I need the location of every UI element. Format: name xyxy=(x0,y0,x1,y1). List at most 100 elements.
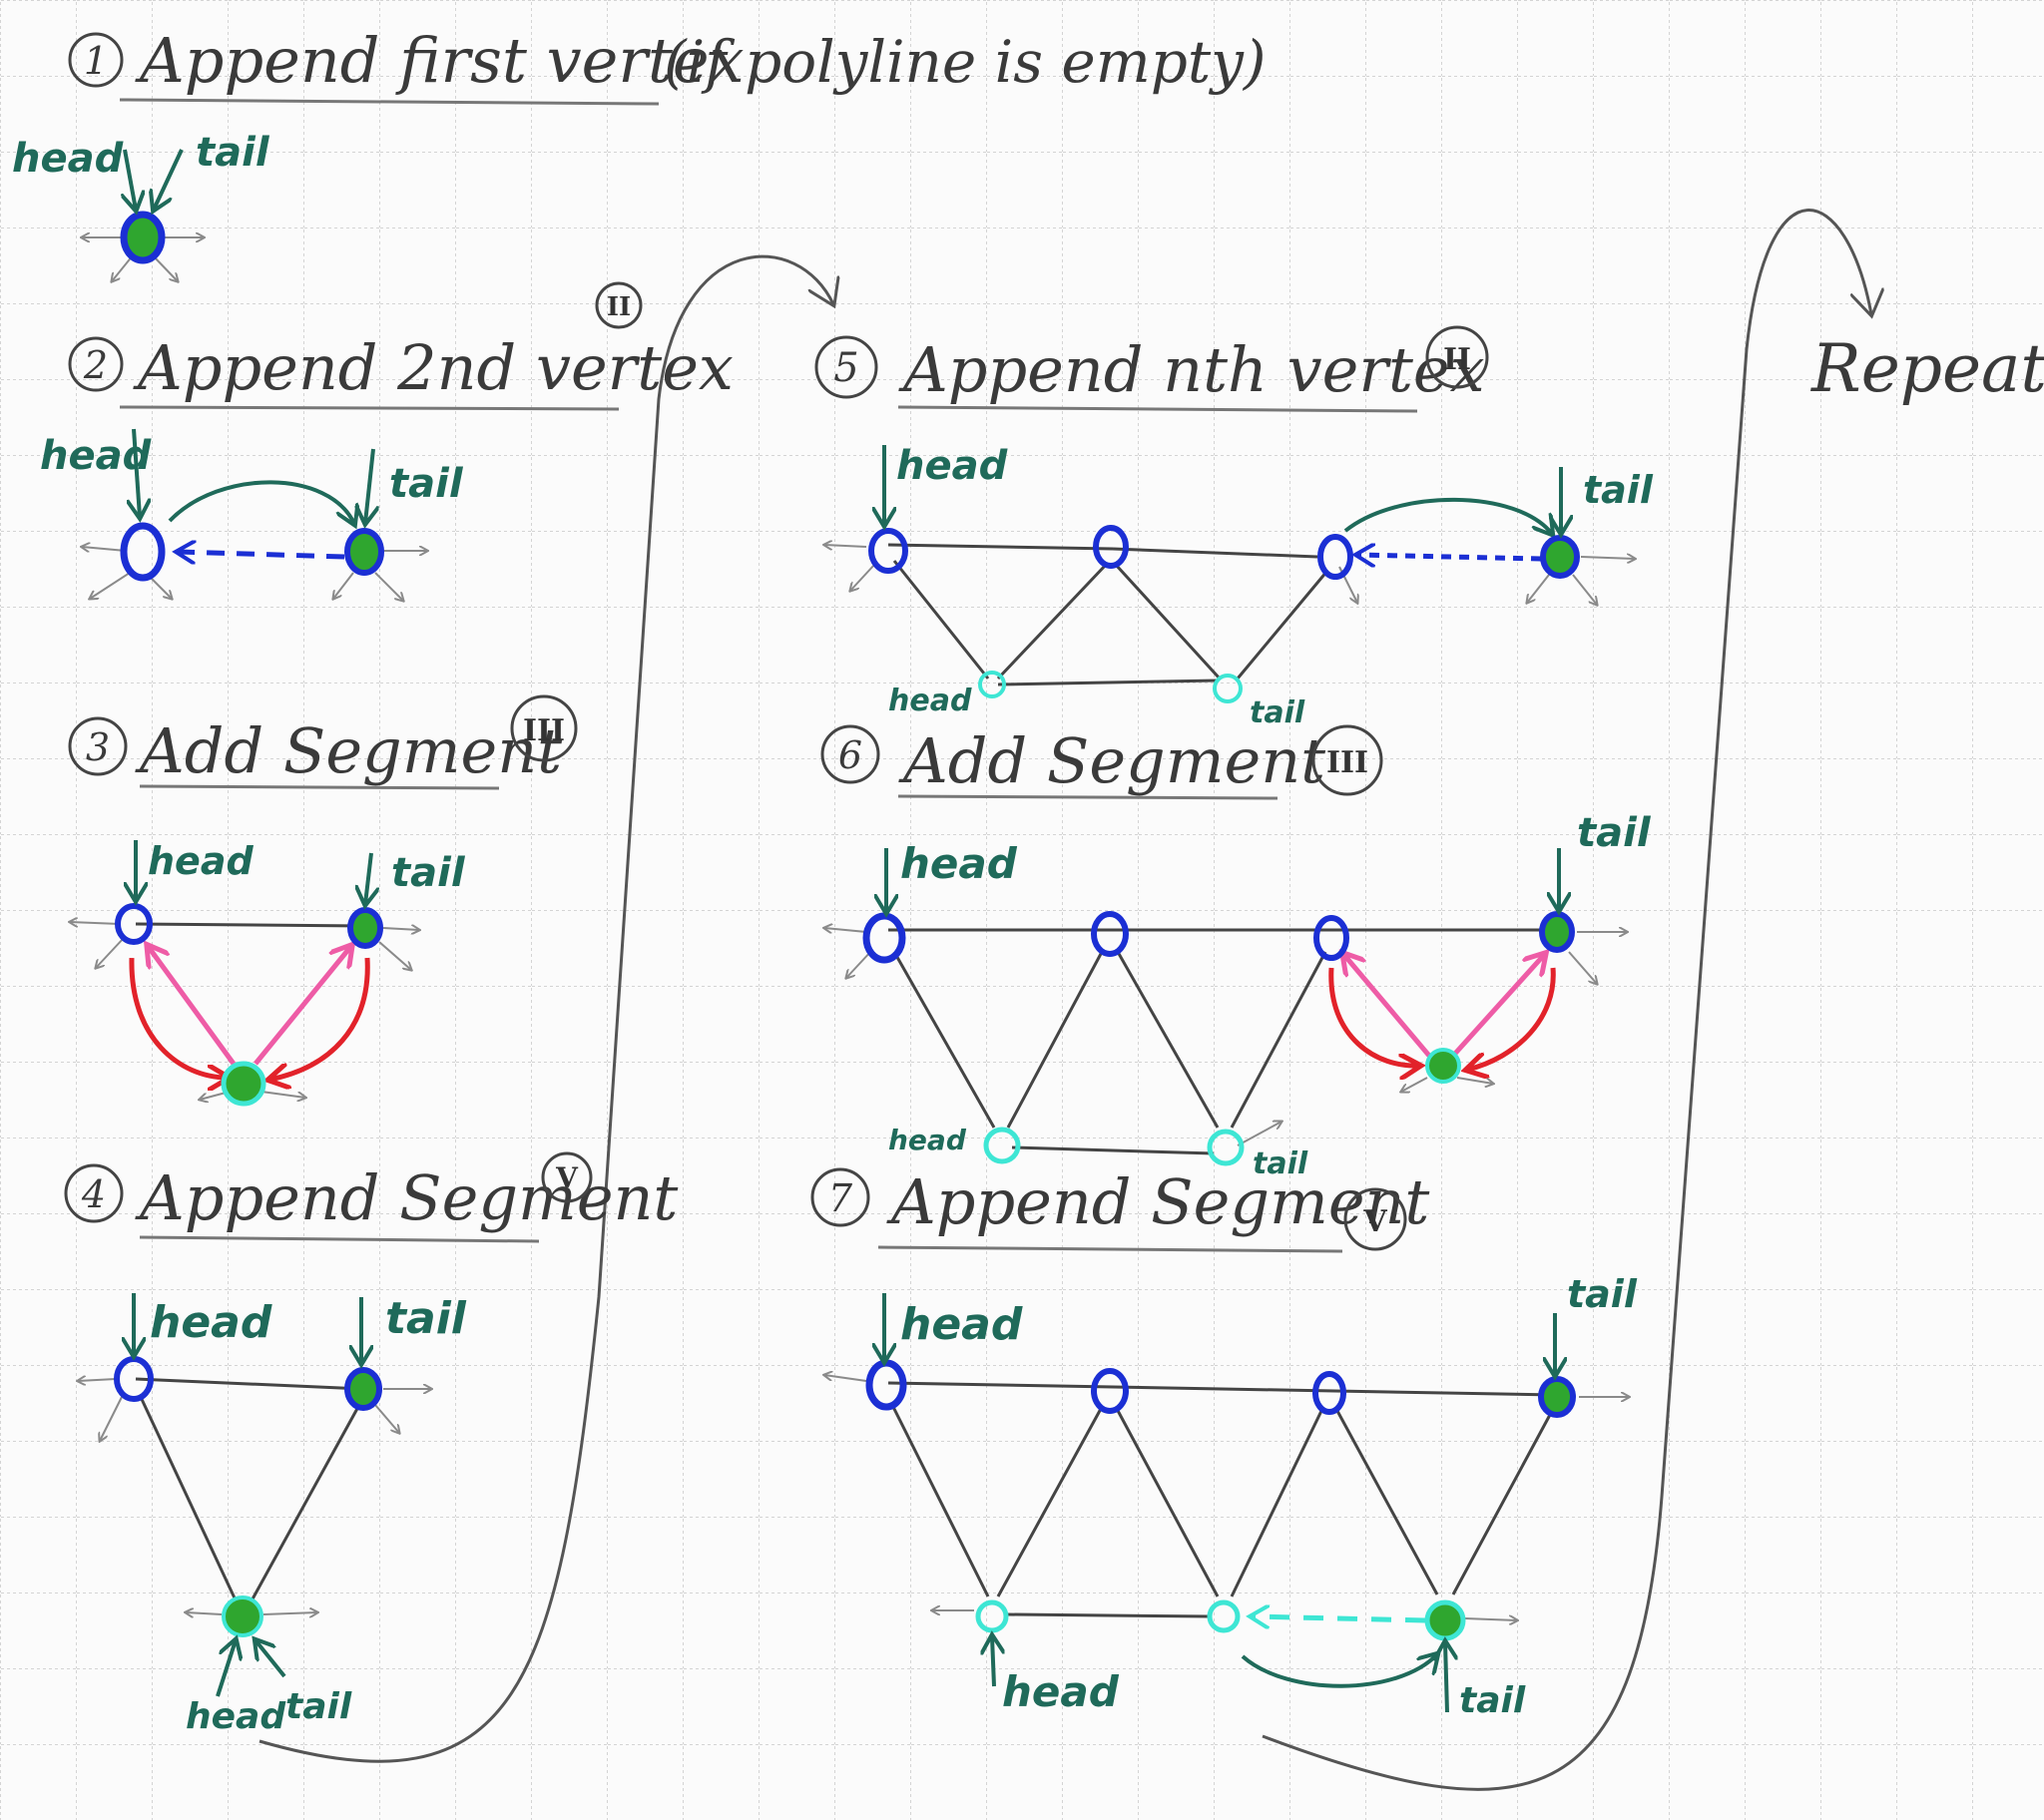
prev-link xyxy=(1252,1616,1426,1620)
tail-label: tail xyxy=(1567,1272,1638,1316)
tail-label: tail xyxy=(1577,810,1652,856)
vertex-segment xyxy=(1207,1599,1241,1633)
head-label: head xyxy=(148,839,254,883)
vertex-new xyxy=(221,1061,266,1107)
edge xyxy=(1236,570,1329,680)
title-underline xyxy=(897,405,1418,413)
vertex-tail xyxy=(1538,1376,1576,1418)
head-label: head xyxy=(12,136,124,182)
step-number: 3 xyxy=(86,725,110,769)
roman-tag: V xyxy=(555,1161,579,1194)
edge xyxy=(135,922,366,928)
vertex xyxy=(1317,534,1353,580)
vertex xyxy=(344,1367,382,1411)
tail-label: tail xyxy=(391,850,466,896)
tail-pointer xyxy=(365,448,373,523)
step-number: 2 xyxy=(83,343,108,387)
edge xyxy=(892,951,996,1129)
edge xyxy=(1116,951,1220,1129)
edge xyxy=(887,1381,1558,1397)
tail-label: tail xyxy=(196,130,270,176)
pink-link-right xyxy=(254,946,351,1066)
step-title: Append Segment xyxy=(886,1165,1429,1238)
edge xyxy=(996,563,1108,681)
roman-tag-circle xyxy=(1311,724,1383,796)
roman-tag-circle xyxy=(541,1151,593,1203)
step-5-title: 5 Append nth vertex II xyxy=(814,325,1489,413)
vertex-new xyxy=(1425,1048,1461,1084)
edge xyxy=(892,560,990,680)
step-1-diagram: head tail xyxy=(12,130,270,281)
roman-tag-circle xyxy=(595,281,643,329)
head-label: head xyxy=(900,839,1018,888)
tail-label: tail xyxy=(385,1293,467,1344)
segment-head-pointer xyxy=(992,1636,994,1687)
edge xyxy=(138,1394,240,1605)
segment-tail-label: tail xyxy=(1253,1146,1308,1181)
edge xyxy=(1006,951,1104,1129)
step-6-diagram: head tail head tail xyxy=(824,810,1652,1181)
step-number: 5 xyxy=(833,345,858,391)
head-label: head xyxy=(150,1297,272,1348)
step-number-circle xyxy=(68,716,128,776)
title-underline xyxy=(139,784,500,790)
vertex-new xyxy=(222,1595,263,1637)
vertex-segment xyxy=(1207,1129,1245,1166)
step-title: Append 2nd vertex xyxy=(133,331,734,404)
vertex-segment xyxy=(983,1127,1021,1164)
head-pointer-new xyxy=(216,1640,236,1697)
tail-pointer xyxy=(154,149,184,210)
red-link-left xyxy=(1328,967,1419,1066)
head-label: head xyxy=(900,1299,1023,1350)
edge xyxy=(887,543,1114,551)
segment-tail-label: tail xyxy=(1250,695,1305,730)
step-2-title: 2 Append 2nd vertex II xyxy=(68,281,734,411)
step-3-diagram: head tail xyxy=(70,839,466,1107)
vertex-head xyxy=(120,522,166,582)
head-label: head xyxy=(40,433,152,479)
step-number-circle xyxy=(814,335,878,399)
step-6-title: 6 Add Segment III xyxy=(820,724,1383,800)
roman-tag: V xyxy=(1362,1204,1387,1239)
vertex-new xyxy=(1424,1599,1466,1641)
segment-tail-pointer xyxy=(1445,1642,1447,1713)
step-4-title: 4 Append Segment V xyxy=(64,1151,678,1243)
tail-label-new: tail xyxy=(285,1686,352,1727)
next-link xyxy=(168,480,354,524)
pink-link-left xyxy=(148,946,237,1066)
head-pointer xyxy=(134,428,140,517)
step-title: Append nth vertex xyxy=(898,333,1485,406)
roman-tag: III xyxy=(1326,745,1368,780)
edge xyxy=(1114,563,1222,681)
edge xyxy=(996,1406,1104,1597)
roman-tag-circle xyxy=(510,694,578,762)
step-title: Append first vertex xyxy=(135,24,745,97)
edge xyxy=(890,1404,990,1597)
vertex xyxy=(868,528,908,574)
flow-arc-7-to-repeat xyxy=(1262,209,1871,1791)
segment-tail-label: tail xyxy=(1459,1680,1526,1721)
vertex xyxy=(1312,1371,1346,1415)
edge xyxy=(1114,1406,1220,1597)
step-4-diagram: head tail head tail xyxy=(78,1293,467,1737)
vertex-segment-head xyxy=(975,1599,1009,1633)
vertex-first xyxy=(120,211,166,264)
flow-arc-4-to-5 xyxy=(258,254,833,1763)
edge xyxy=(1451,1412,1553,1595)
vertex-tail xyxy=(1539,911,1575,953)
vertex-tail xyxy=(347,907,383,949)
segment-head-label: head xyxy=(1002,1667,1120,1716)
segment-head-label: head xyxy=(888,683,972,718)
edge xyxy=(248,1404,361,1605)
edge xyxy=(1335,1410,1439,1595)
step-number-circle xyxy=(68,336,124,392)
red-link-left xyxy=(129,957,228,1078)
head-pointer xyxy=(125,149,136,210)
segment-head-label: head xyxy=(888,1124,967,1156)
edge xyxy=(1007,1612,1211,1618)
step-7-title: 7 Append Segment V xyxy=(810,1165,1429,1253)
red-link-right xyxy=(269,957,370,1080)
prev-link xyxy=(1357,555,1542,559)
